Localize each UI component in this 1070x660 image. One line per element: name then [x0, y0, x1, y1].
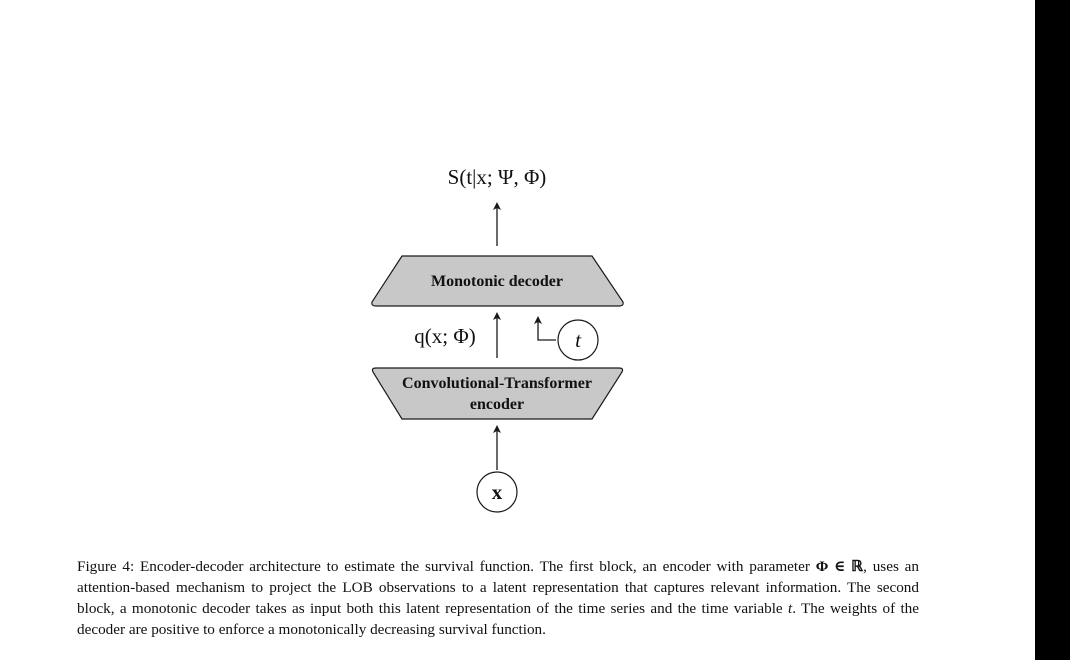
- caption-middle: , uses an attention-based mechanism to p…: [77, 558, 919, 617]
- caption-time-variable: t: [787, 600, 793, 617]
- encoder-decoder-diagram: S(t|x; Ψ, Φ) Monotonic decoder q(x; Φ) t…: [371, 165, 624, 513]
- time-node-label: t: [575, 328, 582, 352]
- encoder-label-line1: Convolutional-Transformer: [402, 375, 592, 392]
- decoder-label: Monotonic decoder: [431, 273, 563, 290]
- right-edge-band: [1035, 0, 1070, 660]
- input-node-label: x: [492, 480, 503, 504]
- monotonic-decoder-block: [371, 255, 624, 307]
- output-survival-label: S(t|x; Ψ, Φ): [448, 165, 547, 189]
- encoder-label-line2: encoder: [470, 396, 524, 413]
- input-node: [476, 471, 518, 513]
- figure-caption: Figure 4: Encoder-decoder architecture t…: [77, 556, 919, 640]
- caption-suffix: . The weights of the decoder are positiv…: [77, 600, 919, 638]
- caption-symbol: Φ ∈ ℝ: [815, 558, 864, 575]
- time-node: [557, 319, 599, 361]
- caption-prefix: Figure 4: Encoder-decoder architecture t…: [77, 558, 810, 575]
- convolutional-transformer-encoder-block: [371, 367, 624, 420]
- time-to-decoder-arrow: [534, 316, 556, 341]
- diagram-canvas: S(t|x; Ψ, Φ) Monotonic decoder q(x; Φ) t…: [371, 165, 624, 513]
- latent-representation-label: q(x; Φ): [414, 324, 475, 348]
